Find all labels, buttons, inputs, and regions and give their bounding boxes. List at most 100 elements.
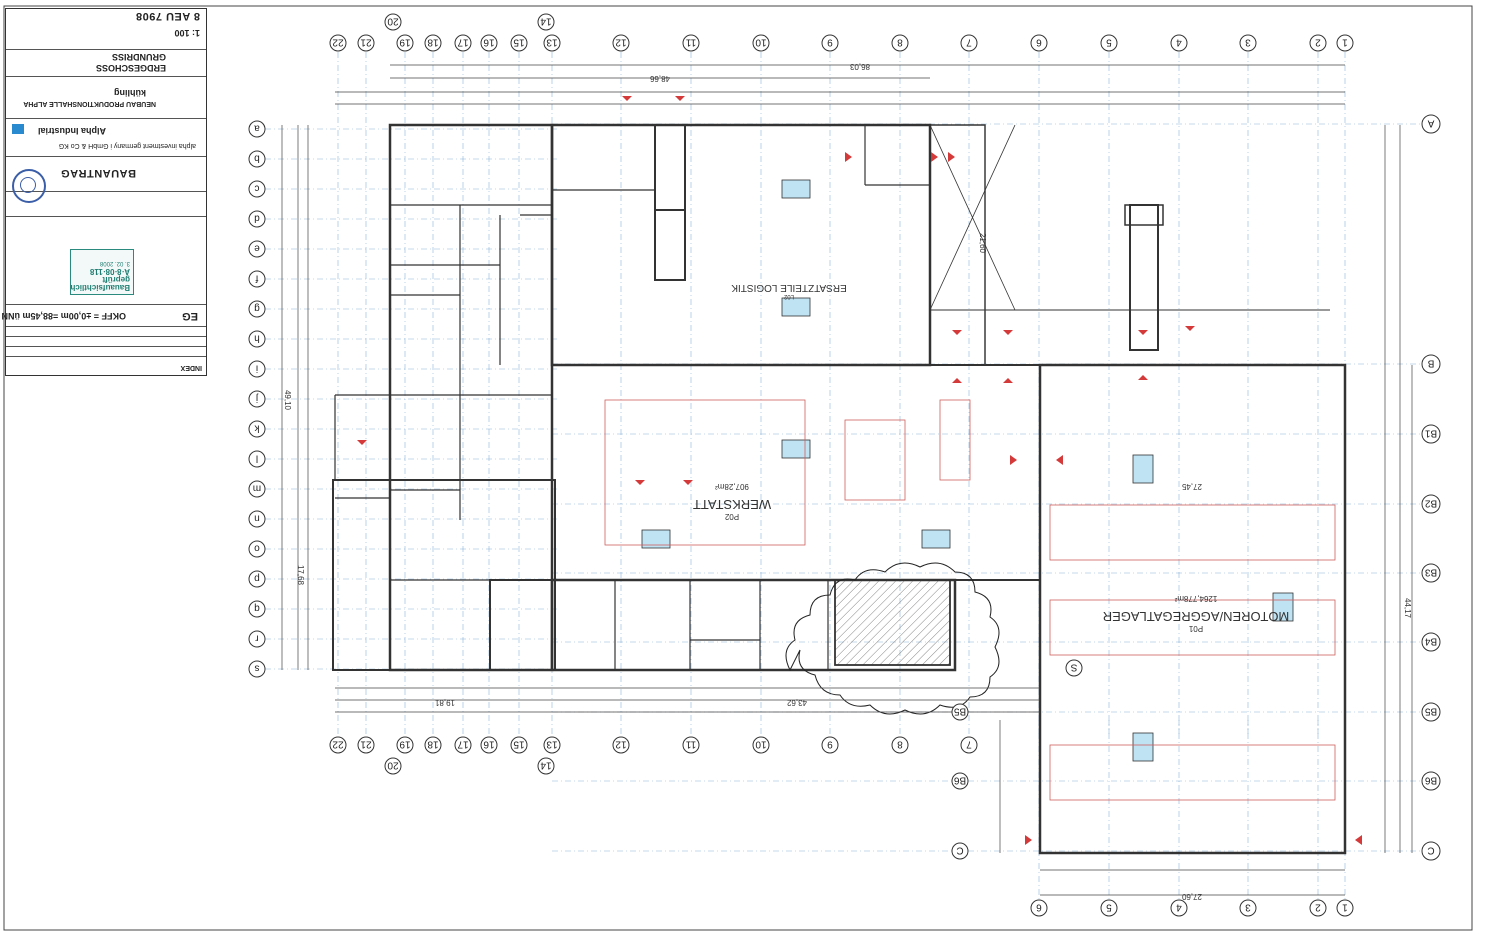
grid-bubble-label: 9 bbox=[827, 37, 833, 48]
grid-bubble-label: 8 bbox=[897, 37, 903, 48]
column-bubble-bottom: 19 bbox=[396, 736, 414, 754]
row-bubble-left: o bbox=[248, 540, 266, 558]
grid-bubble-circle bbox=[1421, 114, 1441, 134]
column-bubble-bottom-right: 2 bbox=[1309, 899, 1327, 917]
grid-bubble-circle bbox=[821, 34, 839, 52]
office-block-wall bbox=[388, 123, 554, 672]
storage-racks bbox=[604, 399, 1336, 801]
grid-bubble-label: m bbox=[253, 483, 261, 494]
row-bubble-left: e bbox=[248, 240, 266, 258]
grid-bubble-circle bbox=[357, 736, 375, 754]
grid-bubble-label: 17 bbox=[457, 37, 469, 48]
grid-bubble-label: i bbox=[256, 363, 258, 374]
revision-cloud bbox=[785, 562, 1000, 715]
grid-bubble-circle bbox=[752, 34, 770, 52]
fire-markers bbox=[357, 96, 1362, 845]
grid-bubble-label: 20 bbox=[387, 760, 399, 771]
row-bubble-right: B6 bbox=[1421, 771, 1441, 791]
grid-bubble-circle bbox=[1309, 34, 1327, 52]
stair-core-lower bbox=[489, 579, 553, 671]
grid-bubble-circle bbox=[248, 420, 266, 438]
row-bubble-inner: C bbox=[951, 842, 969, 860]
row-bubble-left: f bbox=[248, 270, 266, 288]
column-bubble-bottom: 22 bbox=[329, 736, 347, 754]
grid-bubble-label: 21 bbox=[360, 37, 372, 48]
grid-lines bbox=[265, 52, 1420, 900]
column-bubble-top-extra: 14 bbox=[537, 13, 555, 31]
grid-bubble-circle bbox=[480, 34, 498, 52]
room-name: MOTOREN/AGGREGATLAGER bbox=[1103, 609, 1290, 624]
grid-bubble-label: 4 bbox=[1176, 902, 1182, 913]
grid-bubble-label: k bbox=[254, 423, 260, 434]
room-area: 907,28m² bbox=[715, 482, 749, 491]
grid-bubble-label: B6 bbox=[1424, 775, 1437, 786]
room-name: WERKSTATT bbox=[693, 497, 771, 512]
grid-bubble-label: p bbox=[254, 573, 260, 584]
grid-bubble-label: 1 bbox=[1342, 902, 1348, 913]
column-bubble-top: 13 bbox=[543, 34, 561, 52]
hatched-room bbox=[834, 579, 951, 666]
row-bubble-right: A bbox=[1421, 114, 1441, 134]
dim-right-total: 44,17 bbox=[1403, 598, 1412, 619]
grid-bubble-label: 13 bbox=[546, 739, 558, 750]
grid-bubble-label: B6 bbox=[953, 775, 966, 786]
grid-bubble-circle bbox=[891, 736, 909, 754]
grid-bubble-circle bbox=[1421, 563, 1441, 583]
grid-bubble-label: a bbox=[254, 123, 260, 134]
grid-bubble-label: B5 bbox=[1424, 706, 1437, 717]
grid-bubble-circle bbox=[960, 736, 978, 754]
grid-bubble-label: 11 bbox=[685, 739, 696, 750]
grid-bubble-label: l bbox=[256, 453, 258, 464]
row-bubble-left: n bbox=[248, 510, 266, 528]
row-bubble-left: s bbox=[248, 660, 266, 678]
row-bubble-left: p bbox=[248, 570, 266, 588]
grid-bubble-circle bbox=[248, 480, 266, 498]
column-bubble-top: 21 bbox=[357, 34, 375, 52]
column-bubble-bottom-right: 6 bbox=[1030, 899, 1048, 917]
grid-bubble-circle bbox=[384, 757, 402, 775]
grid-bubble-circle bbox=[543, 736, 561, 754]
grid-bubble-circle bbox=[1421, 424, 1441, 444]
grid-bubble-circle bbox=[248, 450, 266, 468]
grid-bubble-label: g bbox=[254, 303, 260, 314]
grid-bubble-circle bbox=[329, 34, 347, 52]
stair-core-wall bbox=[654, 124, 686, 211]
grid-bubble-circle bbox=[612, 34, 630, 52]
column-bubble-top: 7 bbox=[960, 34, 978, 52]
grid-bubble-circle bbox=[543, 34, 561, 52]
grid-bubble-circle bbox=[248, 660, 266, 678]
grid-bubble-circle bbox=[248, 270, 266, 288]
grid-bubble-circle bbox=[1336, 34, 1354, 52]
grid-bubble-circle bbox=[248, 300, 266, 318]
column-bubble-bottom: 18 bbox=[424, 736, 442, 754]
room-code: P02 bbox=[724, 512, 739, 521]
grid-bubble-circle bbox=[248, 120, 266, 138]
lower-left-wing-wall bbox=[332, 479, 556, 671]
grid-bubble-circle bbox=[329, 736, 347, 754]
grid-bubble-label: 16 bbox=[483, 37, 495, 48]
core-room-wall bbox=[654, 209, 686, 281]
grid-bubble-label: 13 bbox=[546, 37, 558, 48]
grid-bubble-circle bbox=[1421, 632, 1441, 652]
column-bubble-bottom: 10 bbox=[752, 736, 770, 754]
grid-bubble-label: 19 bbox=[399, 739, 411, 750]
grid-bubble-circle bbox=[1100, 34, 1118, 52]
row-bubble-right: B bbox=[1421, 354, 1441, 374]
row-bubble-inner: B6 bbox=[951, 772, 969, 790]
row-bubble-inner: B5 bbox=[951, 703, 969, 721]
column-bubble-bottom: 11 bbox=[682, 736, 700, 754]
grid-bubble-circle bbox=[752, 736, 770, 754]
grid-bubble-circle bbox=[248, 510, 266, 528]
column-bubble-top: 4 bbox=[1170, 34, 1188, 52]
grid-bubble-circle bbox=[1030, 34, 1048, 52]
grid-bubble-circle bbox=[396, 34, 414, 52]
room-label-werkstatt: WERKSTATT P02 907,28m² bbox=[693, 482, 771, 521]
column-bubble-top: 1 bbox=[1336, 34, 1354, 52]
column-bubble-top: 8 bbox=[891, 34, 909, 52]
grid-bubble-circle bbox=[248, 540, 266, 558]
grid-bubble-circle bbox=[510, 736, 528, 754]
grid-bubble-circle bbox=[951, 703, 969, 721]
column-bubble-top: 18 bbox=[424, 34, 442, 52]
grid-bubble-label: f bbox=[255, 273, 258, 284]
